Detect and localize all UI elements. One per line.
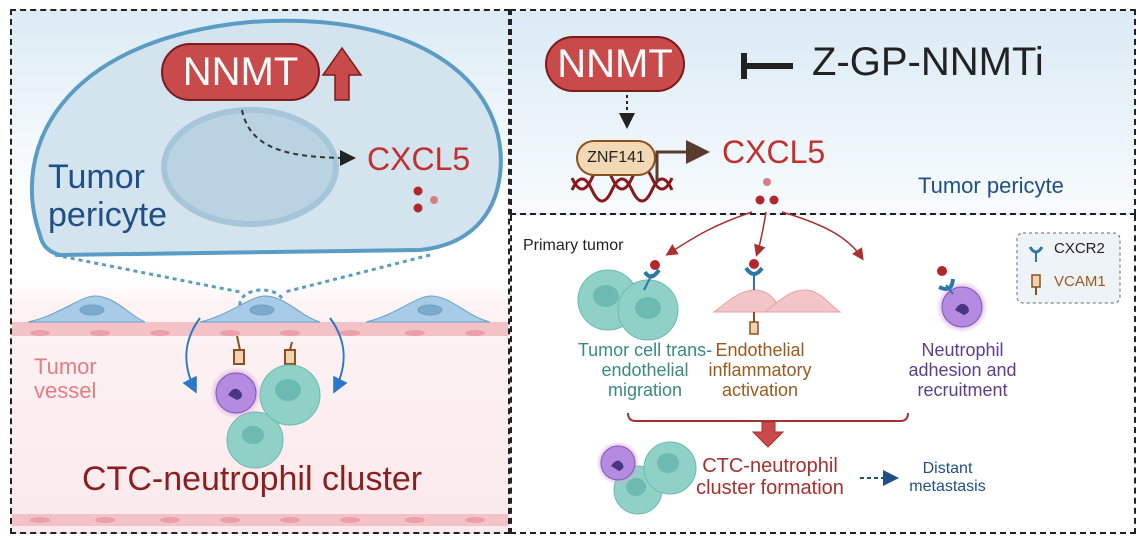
effect-line: endothelial xyxy=(601,360,689,380)
blue-arrow-right xyxy=(329,317,348,394)
tumor-cell-migration-icon xyxy=(577,260,679,341)
cell-label-line1: Tumor xyxy=(48,158,145,196)
cxcl5-dots-left xyxy=(413,186,438,213)
tumor-vessel-label: Tumor vessel xyxy=(34,355,97,403)
cxcl5-dots-right xyxy=(755,178,779,205)
effect-line: adhesion and xyxy=(908,360,1017,380)
dna-helix-icon xyxy=(570,165,674,203)
outcome-label: CTC-neutrophil cluster formation xyxy=(690,455,850,499)
zoom-dotted-lines xyxy=(54,253,431,294)
up-arrow-icon xyxy=(321,46,363,101)
bracket xyxy=(627,412,909,422)
nnmt-pill-left: NNMT xyxy=(161,43,320,101)
cxcl5-label-right: CXCL5 xyxy=(722,134,826,170)
vcam1-legend-icon xyxy=(1031,274,1041,295)
tumor-pericyte-label-right: Tumor pericyte xyxy=(918,173,1064,198)
effect-line: Tumor cell trans- xyxy=(577,340,713,360)
metastasis-line1: Distant xyxy=(922,460,973,477)
effect-recruitment: Neutrophil adhesion and recruitment xyxy=(900,340,1025,400)
ctc-neutrophil-cluster-label: CTC-neutrophil cluster xyxy=(82,460,423,498)
effect-line: Endothelial xyxy=(715,340,805,360)
effect-line: recruitment xyxy=(917,380,1008,400)
neutrophil-recruitment-icon xyxy=(936,266,988,333)
vessel-label-line2: vessel xyxy=(34,378,97,403)
inhibitor-label: Z-GP-NNMTi xyxy=(812,40,1044,84)
bottom-endothelium xyxy=(12,514,508,526)
inhibition-bar-icon xyxy=(741,53,793,79)
blue-arrow-left xyxy=(182,317,201,394)
effect-line: inflammatory xyxy=(708,360,812,380)
legend-vcam1-label: VCAM1 xyxy=(1054,273,1106,290)
tumor-pericyte-label-left: Tumor pericyte xyxy=(48,158,167,234)
down-arrow-icon xyxy=(751,421,785,448)
effect-line: Neutrophil xyxy=(921,340,1004,360)
transcription-arrow xyxy=(655,140,710,182)
outcome-line2: cluster formation xyxy=(696,477,844,499)
endothelial-activation-icon xyxy=(712,259,842,335)
effect-migration: Tumor cell trans- endothelial migration xyxy=(560,340,730,400)
znf141-pill: ZNF141 xyxy=(576,140,656,176)
vessel-label-line1: Tumor xyxy=(34,354,97,379)
ctc-neutrophil-cluster-left xyxy=(210,364,321,469)
cxcr2-receptor-icon xyxy=(1028,246,1044,262)
effect-line: activation xyxy=(721,380,799,400)
ctc-neutrophil-cluster-right xyxy=(596,441,697,515)
cxcl5-label-left: CXCL5 xyxy=(367,141,471,177)
red-arrow-activation xyxy=(754,211,767,257)
legend-cxcr2-label: CXCR2 xyxy=(1054,240,1105,257)
metastasis-line2: metastasis xyxy=(909,478,986,495)
dashed-arrow-nnmt-to-cxcl5 xyxy=(241,109,356,166)
top-endothelium xyxy=(12,322,508,336)
red-arrow-recruitment xyxy=(781,211,864,261)
metastasis-label: Distant metastasis xyxy=(900,460,995,496)
effect-line: migration xyxy=(607,380,683,400)
vcam1-icon xyxy=(233,335,296,365)
cell-label-line2: pericyte xyxy=(48,196,168,234)
primary-tumor-label: Primary tumor xyxy=(523,237,624,254)
outcome-line1: CTC-neutrophil xyxy=(702,455,838,477)
nnmt-pill-right: NNMT xyxy=(545,36,685,92)
nucleus xyxy=(161,107,339,227)
legend-box xyxy=(1016,232,1121,304)
effect-activation: Endothelial inflammatory activation xyxy=(705,340,815,400)
pericytes-on-vessel xyxy=(27,295,491,323)
red-arrow-migration xyxy=(665,211,753,256)
